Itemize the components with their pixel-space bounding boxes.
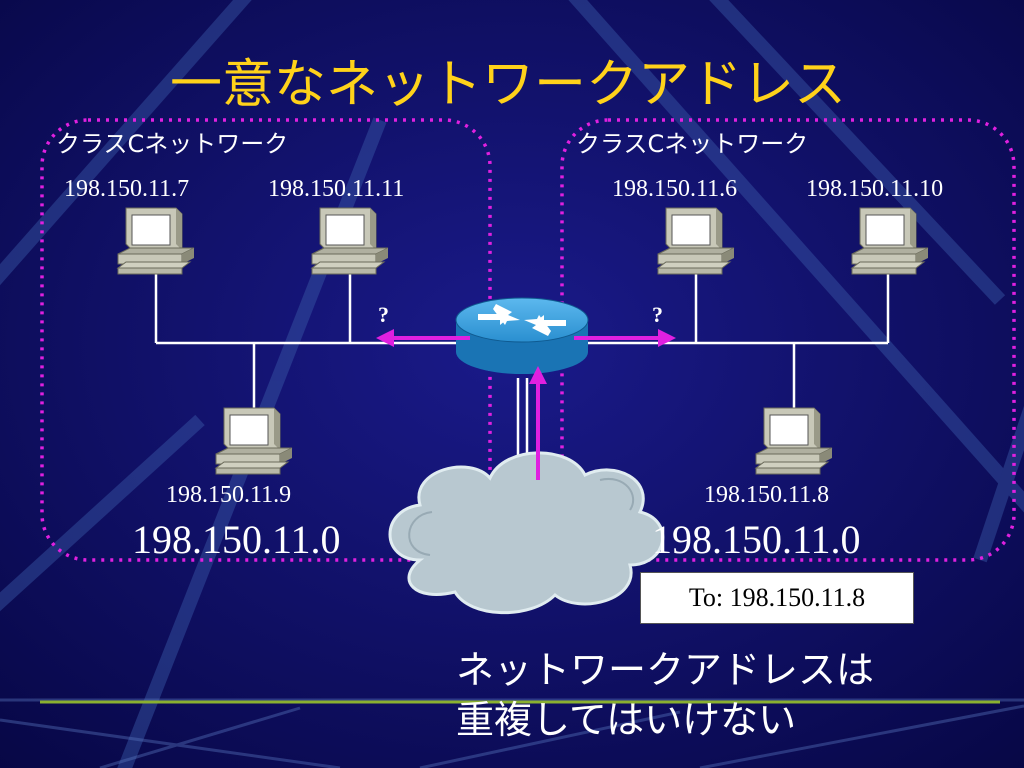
left-network-address: 198.150.11.0 <box>132 517 341 562</box>
router-icon <box>455 297 589 374</box>
note-text: ネットワークアドレスは 重複してはいけない <box>456 645 874 745</box>
ip-left-top-right: 198.150.11.11 <box>268 176 405 202</box>
question-mark-right: ? <box>652 302 663 327</box>
arrow-cloud-to-router <box>529 366 547 480</box>
cloud-icon <box>388 451 665 615</box>
right-network-address: 198.150.11.0 <box>652 517 861 562</box>
background-decor-thin <box>0 698 1024 768</box>
arrow-router-to-left <box>376 329 470 347</box>
right-network-label: クラスCネットワーク <box>576 130 809 158</box>
network-wiring <box>154 272 890 470</box>
ip-right-top-right: 198.150.11.10 <box>806 176 944 202</box>
left-network-label: クラスCネットワーク <box>56 130 289 158</box>
note-line-2: 重複してはいけない <box>456 698 797 742</box>
left-network-boundary <box>40 118 492 562</box>
question-mark-left: ? <box>378 302 389 327</box>
arrow-router-to-right <box>574 329 676 347</box>
ip-left-top-left: 198.150.11.7 <box>64 176 190 202</box>
note-line-1: ネットワークアドレスは <box>456 648 875 692</box>
ip-right-top-left: 198.150.11.6 <box>612 176 738 202</box>
slide-title: 一意なネットワークアドレス <box>170 55 847 115</box>
packet-destination-label: To: 198.150.11.8 <box>640 572 914 624</box>
ip-left-bottom: 198.150.11.9 <box>166 482 292 508</box>
ip-right-bottom: 198.150.11.8 <box>704 482 830 508</box>
